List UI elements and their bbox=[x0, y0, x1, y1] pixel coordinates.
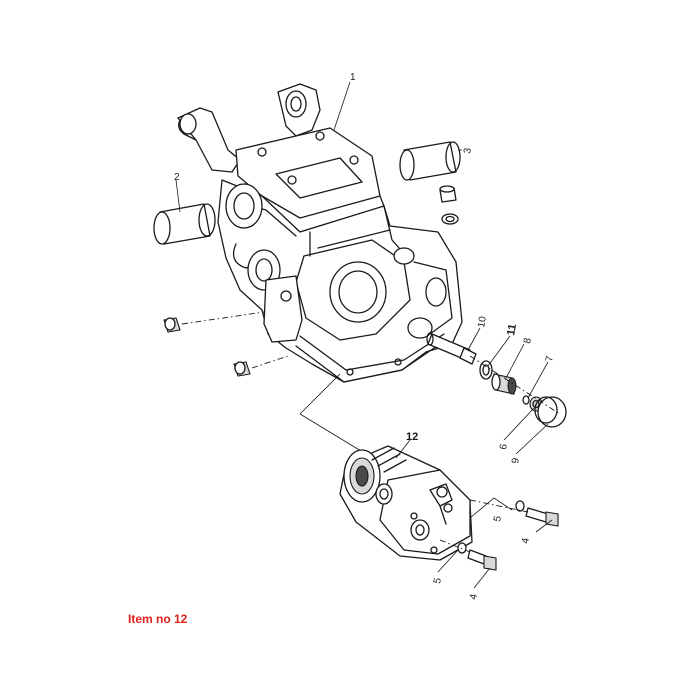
cap-9 bbox=[534, 396, 567, 428]
callout-3: 3 bbox=[462, 147, 474, 155]
bushing-left bbox=[153, 203, 216, 245]
callout-8: 8 bbox=[522, 337, 534, 345]
callout-9: 9 bbox=[510, 457, 522, 465]
nut-upper-left bbox=[163, 317, 181, 333]
callout-11: 11 bbox=[505, 323, 519, 337]
washer-5-upper bbox=[515, 500, 525, 512]
nut-lower-left bbox=[233, 361, 251, 377]
bushing-right bbox=[399, 141, 461, 181]
callout-4-lower: 4 bbox=[468, 593, 480, 601]
callout-10: 10 bbox=[476, 315, 489, 328]
callout-1: 1 bbox=[350, 72, 356, 83]
sleeve-8 bbox=[491, 373, 517, 395]
shaft-10 bbox=[426, 332, 477, 365]
callout-5-lower: 5 bbox=[432, 577, 444, 585]
callout-4-upper: 4 bbox=[520, 537, 532, 545]
washer-7 bbox=[522, 395, 530, 405]
bolt-4-upper bbox=[525, 507, 559, 527]
callout-12: 12 bbox=[406, 431, 418, 443]
plug-and-washer bbox=[439, 185, 459, 225]
callout-7: 7 bbox=[544, 355, 556, 363]
item-caption: Item no 12 bbox=[128, 612, 188, 626]
oring-11 bbox=[479, 360, 493, 380]
callout-2: 2 bbox=[174, 172, 180, 183]
cylinder-assembly bbox=[339, 445, 473, 561]
washer-5-lower bbox=[457, 542, 467, 554]
callout-5-upper: 5 bbox=[492, 515, 504, 523]
lift-housing bbox=[177, 83, 463, 383]
bolt-4-lower bbox=[467, 549, 497, 571]
callout-6: 6 bbox=[498, 443, 510, 451]
